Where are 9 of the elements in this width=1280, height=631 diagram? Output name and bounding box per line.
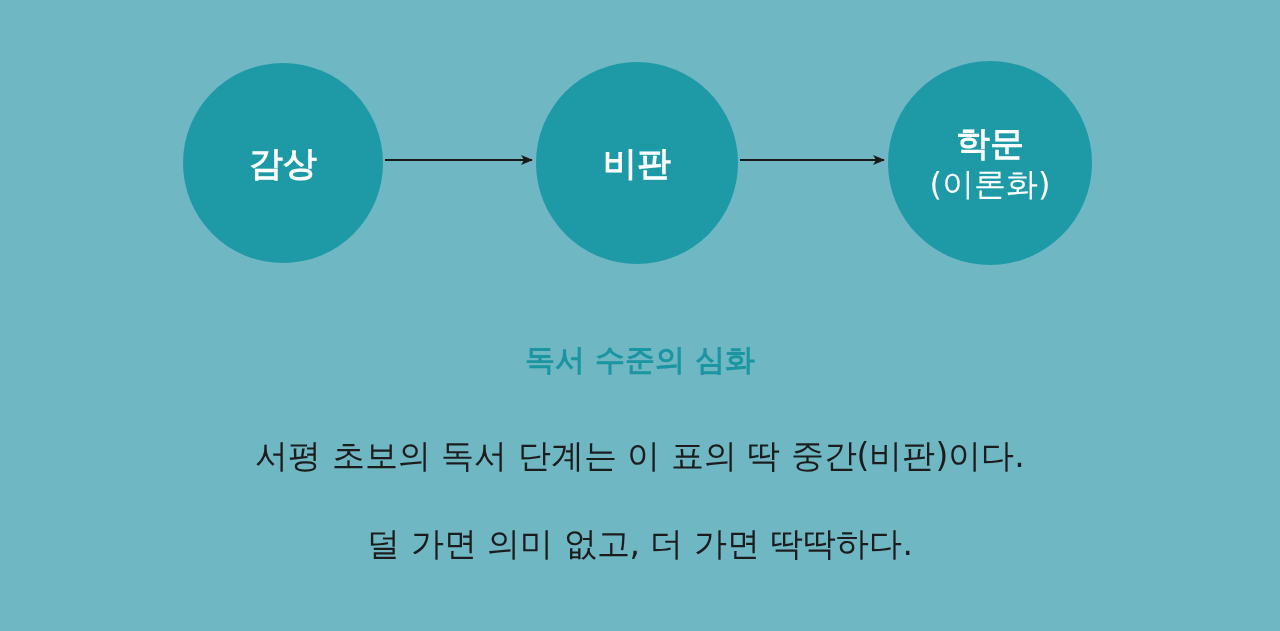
arrow (384, 155, 533, 165)
node-sublabel: (이론화) (929, 164, 1051, 204)
arrow (739, 155, 885, 165)
node-label: 학문 (956, 122, 1024, 164)
node-label: 비판 (603, 142, 671, 184)
body-text: 덜 가면 의미 없고, 더 가면 딱딱하다. (367, 524, 913, 563)
node-label: 감상 (249, 142, 317, 184)
body-text: 서평 초보의 독서 단계는 이 표의 딱 중간(비판)이다. (255, 436, 1025, 475)
caption: 독서 수준의 심화 (524, 342, 756, 377)
